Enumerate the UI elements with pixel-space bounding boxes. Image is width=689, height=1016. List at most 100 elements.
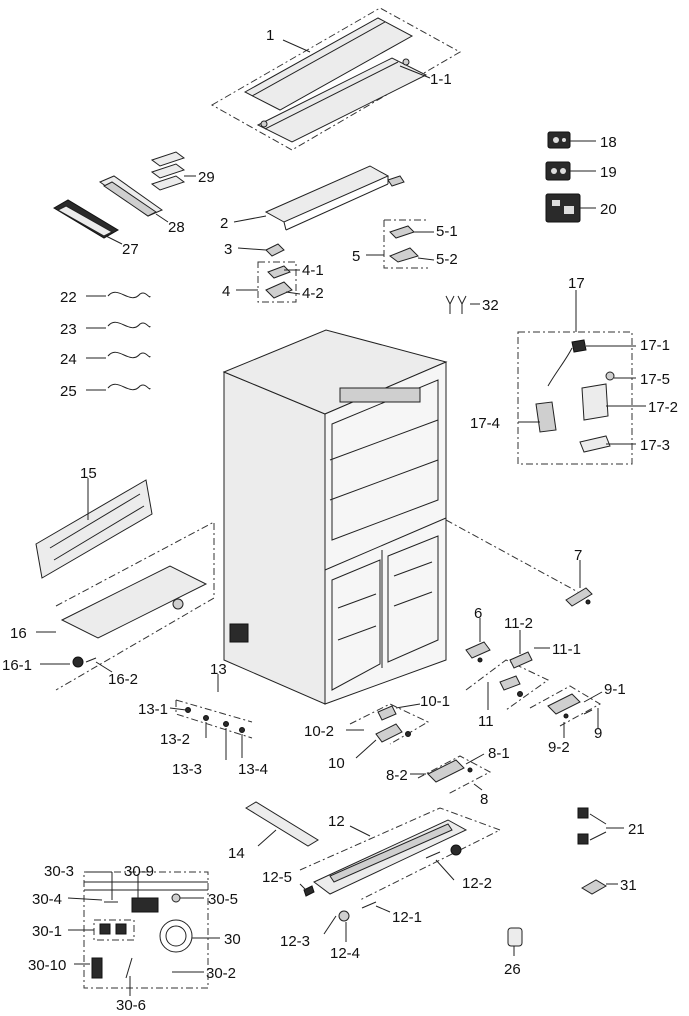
label-4: 4 bbox=[222, 283, 230, 300]
part-8-hinge-set bbox=[417, 755, 492, 795]
label-30-10: 30-10 bbox=[28, 957, 66, 974]
part-3-clip bbox=[265, 243, 285, 257]
label-22: 22 bbox=[60, 289, 77, 306]
label-30: 30 bbox=[224, 931, 241, 948]
label-30-5: 30-5 bbox=[208, 891, 238, 908]
part-12-base-assembly bbox=[299, 807, 502, 922]
part-32-clips bbox=[445, 295, 467, 314]
label-12-2: 12-2 bbox=[462, 875, 492, 892]
label-31: 31 bbox=[620, 877, 637, 894]
part-31-fitting bbox=[581, 879, 607, 895]
part-30-water-kit bbox=[83, 871, 209, 989]
label-30-4: 30-4 bbox=[32, 891, 62, 908]
label-29: 29 bbox=[198, 169, 215, 186]
label-12-1: 12-1 bbox=[392, 909, 422, 926]
label-10-2: 10-2 bbox=[304, 723, 334, 740]
label-17-2: 17-2 bbox=[648, 399, 678, 416]
part-26-cap bbox=[507, 927, 523, 947]
cabinet bbox=[222, 329, 448, 705]
label-5: 5 bbox=[352, 248, 360, 265]
label-24: 24 bbox=[60, 351, 77, 368]
label-27: 27 bbox=[122, 241, 139, 258]
part-6-hinge bbox=[465, 641, 491, 663]
label-16-2: 16-2 bbox=[108, 671, 138, 688]
part-29-pads bbox=[150, 151, 186, 191]
label-6: 6 bbox=[474, 605, 482, 622]
part-11-hinge-set bbox=[465, 651, 549, 711]
part-16-base-tray bbox=[55, 521, 215, 691]
part-21-clips bbox=[577, 807, 589, 845]
label-7: 7 bbox=[574, 547, 582, 564]
part-24-harness bbox=[107, 351, 151, 359]
part-1-top-cover bbox=[210, 7, 462, 151]
label-4-2: 4-2 bbox=[302, 285, 324, 302]
label-28: 28 bbox=[168, 219, 185, 236]
label-16-1: 16-1 bbox=[2, 657, 32, 674]
part-9-hinge-set bbox=[529, 685, 602, 727]
label-8-2: 8-2 bbox=[386, 767, 408, 784]
label-19: 19 bbox=[600, 164, 617, 181]
label-17-4: 17-4 bbox=[470, 415, 500, 432]
label-9: 9 bbox=[594, 725, 602, 742]
label-20: 20 bbox=[600, 201, 617, 218]
part-2-bracket bbox=[264, 165, 390, 231]
label-12-5: 12-5 bbox=[262, 869, 292, 886]
label-13-3: 13-3 bbox=[172, 761, 202, 778]
part-4-hinge-set bbox=[257, 261, 297, 303]
label-4-1: 4-1 bbox=[302, 262, 324, 279]
label-30-1: 30-1 bbox=[32, 923, 62, 940]
label-11-1: 11-1 bbox=[552, 641, 581, 658]
label-18: 18 bbox=[600, 134, 617, 151]
part-25-harness bbox=[107, 383, 151, 391]
label-13-2: 13-2 bbox=[160, 731, 190, 748]
label-12-4: 12-4 bbox=[330, 945, 360, 962]
part-15-back-panel bbox=[35, 479, 153, 579]
label-8: 8 bbox=[480, 791, 488, 808]
part-13-screws bbox=[175, 699, 253, 739]
label-30-9: 30-9 bbox=[124, 863, 154, 880]
part-19-board bbox=[545, 161, 571, 181]
label-5-2: 5-2 bbox=[436, 251, 458, 268]
label-9-1: 9-1 bbox=[604, 681, 626, 698]
label-3: 3 bbox=[224, 241, 232, 258]
part-22-harness bbox=[107, 291, 151, 299]
label-13: 13 bbox=[210, 661, 227, 678]
label-5-1: 5-1 bbox=[436, 223, 458, 240]
part-17-assembly bbox=[517, 331, 633, 465]
label-12: 12 bbox=[328, 813, 345, 830]
label-9-2: 9-2 bbox=[548, 739, 570, 756]
part-18-board bbox=[547, 131, 571, 149]
label-23: 23 bbox=[60, 321, 77, 338]
part-7-hinge bbox=[565, 587, 593, 607]
part-28-cover bbox=[98, 175, 164, 217]
label-14: 14 bbox=[228, 845, 245, 862]
label-30-2: 30-2 bbox=[206, 965, 236, 982]
label-11: 11 bbox=[478, 713, 494, 730]
label-12-3: 12-3 bbox=[280, 933, 310, 950]
part-20-board bbox=[545, 193, 581, 223]
label-26: 26 bbox=[504, 961, 521, 978]
part-10-hinge-set bbox=[349, 703, 430, 745]
part-5-hinge-set bbox=[383, 175, 428, 269]
label-10-1: 10-1 bbox=[420, 693, 450, 710]
part-27-cover bbox=[53, 199, 119, 239]
label-16: 16 bbox=[10, 625, 27, 642]
label-17-5: 17-5 bbox=[640, 371, 670, 388]
label-17-1: 17-1 bbox=[640, 337, 670, 354]
label-11-2: 11-2 bbox=[504, 615, 533, 632]
label-1-1: 1-1 bbox=[430, 71, 452, 88]
label-8-1: 8-1 bbox=[488, 745, 510, 762]
label-17: 17 bbox=[568, 275, 585, 292]
label-30-3: 30-3 bbox=[44, 863, 74, 880]
label-13-1: 13-1 bbox=[138, 701, 168, 718]
label-32: 32 bbox=[482, 297, 499, 314]
part-14-strip bbox=[245, 801, 319, 847]
label-1: 1 bbox=[266, 27, 274, 44]
label-17-3: 17-3 bbox=[640, 437, 670, 454]
label-21: 21 bbox=[628, 821, 645, 838]
label-13-4: 13-4 bbox=[238, 761, 268, 778]
label-2: 2 bbox=[220, 215, 228, 232]
label-10: 10 bbox=[328, 755, 345, 772]
label-25: 25 bbox=[60, 383, 77, 400]
